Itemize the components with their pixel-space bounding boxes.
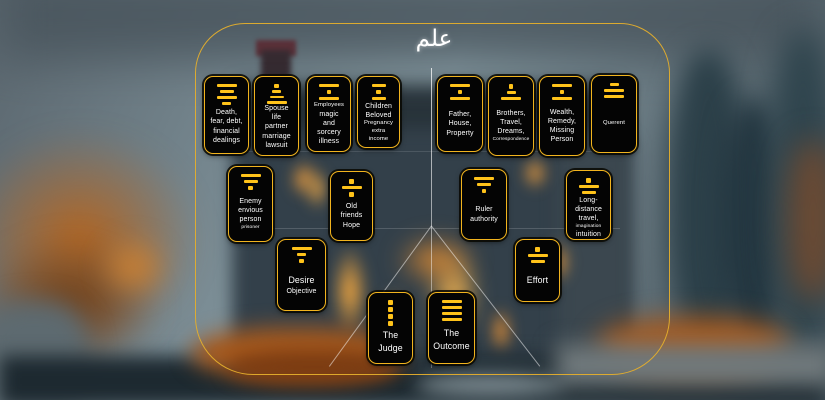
geomantic-figure-icon	[578, 178, 599, 196]
brown-foliage-right	[788, 140, 825, 300]
geomantic-figure-icon	[319, 84, 339, 102]
geomantic-figure-icon	[474, 177, 494, 195]
card-label: Effort	[526, 275, 549, 286]
card-querent[interactable]: Querent	[591, 75, 637, 153]
sky	[0, 0, 825, 60]
facade-trim-line	[248, 228, 620, 229]
geomantic-figure-icon	[341, 179, 362, 197]
geomantic-figure-icon	[604, 83, 624, 101]
card-brothers-travel-dreams[interactable]: Brothers,Travel,Dreams,Correspondence	[488, 76, 534, 156]
geomantic-figure-icon	[441, 300, 462, 322]
antenna-line	[431, 68, 433, 368]
geomantic-figure-icon	[371, 84, 386, 102]
geomantic-figure-icon	[450, 84, 470, 102]
facade-trim-line	[244, 151, 626, 152]
wet-reflection	[415, 374, 565, 396]
arabic-calligraphy-logo: علم	[415, 26, 453, 52]
road	[556, 344, 825, 386]
card-label: Brothers,Travel,Dreams,Correspondence	[492, 109, 530, 142]
lit-window	[490, 306, 512, 356]
card-effort[interactable]: Effort	[515, 239, 560, 302]
geomantic-figure-icon	[527, 247, 548, 265]
card-label: Father,House,Property	[446, 111, 474, 137]
lit-window	[522, 156, 548, 190]
card-label: Querent	[603, 120, 625, 127]
geomantic-figure-icon	[291, 247, 312, 265]
attic-glow	[396, 236, 476, 284]
orange-bush	[95, 232, 173, 302]
geomantic-figure-icon	[240, 174, 261, 192]
geomantic-figure-icon	[501, 84, 521, 102]
geomantic-figure-icon	[388, 300, 393, 326]
lit-window	[306, 168, 328, 210]
geomantic-figure-icon	[266, 84, 287, 104]
card-father-house-property[interactable]: Father,House,Property	[437, 76, 483, 152]
spread-frame-border	[195, 23, 670, 375]
geomantic-figure-icon	[216, 84, 237, 106]
geomantic-figure-icon	[552, 84, 572, 102]
